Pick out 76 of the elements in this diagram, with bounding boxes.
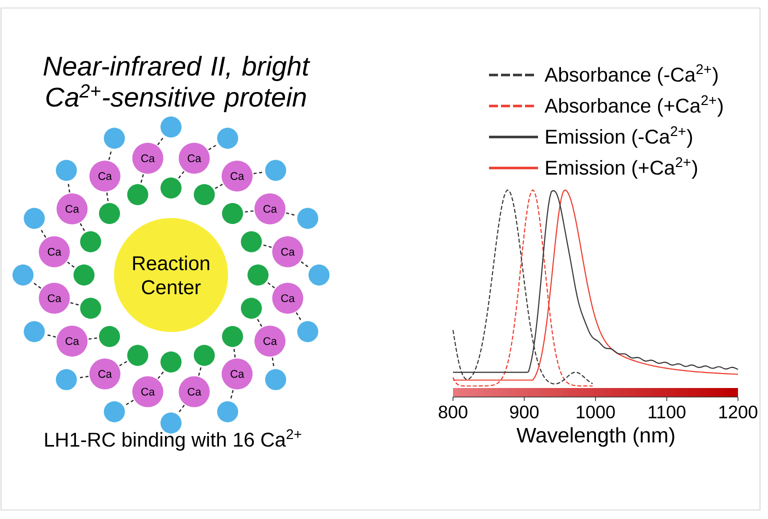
tick-label: 800 <box>438 406 468 418</box>
dashed-link <box>67 182 70 192</box>
inner-circle <box>80 298 102 319</box>
dashed-link <box>254 171 264 174</box>
dashed-link <box>70 302 80 306</box>
dashed-link <box>262 244 272 248</box>
dashed-link <box>80 223 86 232</box>
outer-circle <box>308 264 330 286</box>
inner-circle <box>160 178 182 198</box>
inner-circle <box>222 326 244 348</box>
dashed-link <box>256 318 262 327</box>
outer-circle <box>217 401 238 422</box>
dashed-link <box>67 262 76 268</box>
inner-circle <box>194 184 215 206</box>
outer-circle <box>297 208 318 229</box>
dashed-link <box>286 212 297 216</box>
dashed-link <box>45 334 56 338</box>
outer-circle <box>104 401 125 422</box>
dashed-link <box>158 370 164 379</box>
inner-circle <box>80 231 102 252</box>
dashed-link <box>230 390 234 401</box>
legend-text: Absorbance (+Ca$^{2+}$) <box>544 95 723 117</box>
inner-circle <box>99 326 120 348</box>
outer-circle <box>24 208 45 229</box>
inner-circle <box>74 264 94 286</box>
dashed-link <box>296 312 302 322</box>
dashed-link <box>233 348 236 358</box>
title: Near-infrared II, bright Ca$^{2+}$-sensitive protein <box>44 56 310 112</box>
axis-title: Wavelength (nm) <box>516 427 674 447</box>
outer-circle <box>160 116 182 138</box>
inner-circle <box>222 202 244 224</box>
inner-circle <box>160 352 182 372</box>
inner-circle <box>240 298 262 319</box>
inner-circle <box>240 231 262 252</box>
outer-circle <box>265 160 286 181</box>
inner-circle <box>127 344 148 366</box>
outer-circle <box>297 321 318 342</box>
dashed-link <box>32 281 42 289</box>
tick-label: 900 <box>510 406 539 418</box>
dashed-link <box>178 404 185 414</box>
dashed-link <box>119 360 128 366</box>
inner-circle <box>194 344 215 366</box>
outer-circle <box>12 264 34 286</box>
dashed-link <box>214 184 223 190</box>
outer-circle <box>104 128 125 149</box>
inner-circle <box>127 184 148 206</box>
dashed-link <box>208 144 218 150</box>
dashed-link <box>198 366 202 376</box>
dashed-link <box>140 174 144 184</box>
dashed-link <box>88 337 98 340</box>
outer-circle <box>56 160 77 181</box>
dashed-link <box>157 136 165 146</box>
tick-label: 1200 <box>719 406 758 418</box>
inner-circle <box>248 264 268 286</box>
legend-text: Emission (-Ca$^{2+}$) <box>546 126 692 148</box>
tick-label: 1100 <box>648 406 686 418</box>
dashed-link <box>108 149 112 160</box>
dashed-link <box>124 400 134 406</box>
dashed-link <box>244 210 254 213</box>
outer-circle <box>56 369 77 390</box>
inner-circle <box>99 202 120 224</box>
dashed-link <box>78 376 88 379</box>
dashed-link <box>106 192 109 202</box>
outer-circle <box>217 128 238 149</box>
dashed-link <box>272 358 275 368</box>
dashed-link <box>40 228 46 238</box>
legend-text: Absorbance (-Ca$^{2+}$) <box>544 64 718 86</box>
dashed-link <box>300 261 310 268</box>
dashed-link <box>178 171 184 180</box>
outer-circle <box>24 321 45 342</box>
outer-circle <box>160 412 182 434</box>
dashed-link <box>266 282 275 288</box>
outer-circle <box>265 369 286 390</box>
caption-text: LH1-RC binding with 16 Ca$^{2+}$ <box>45 429 302 451</box>
legend-text: Emission (+Ca$^{2+}$) <box>546 157 698 179</box>
tick-label: 1000 <box>576 406 615 418</box>
